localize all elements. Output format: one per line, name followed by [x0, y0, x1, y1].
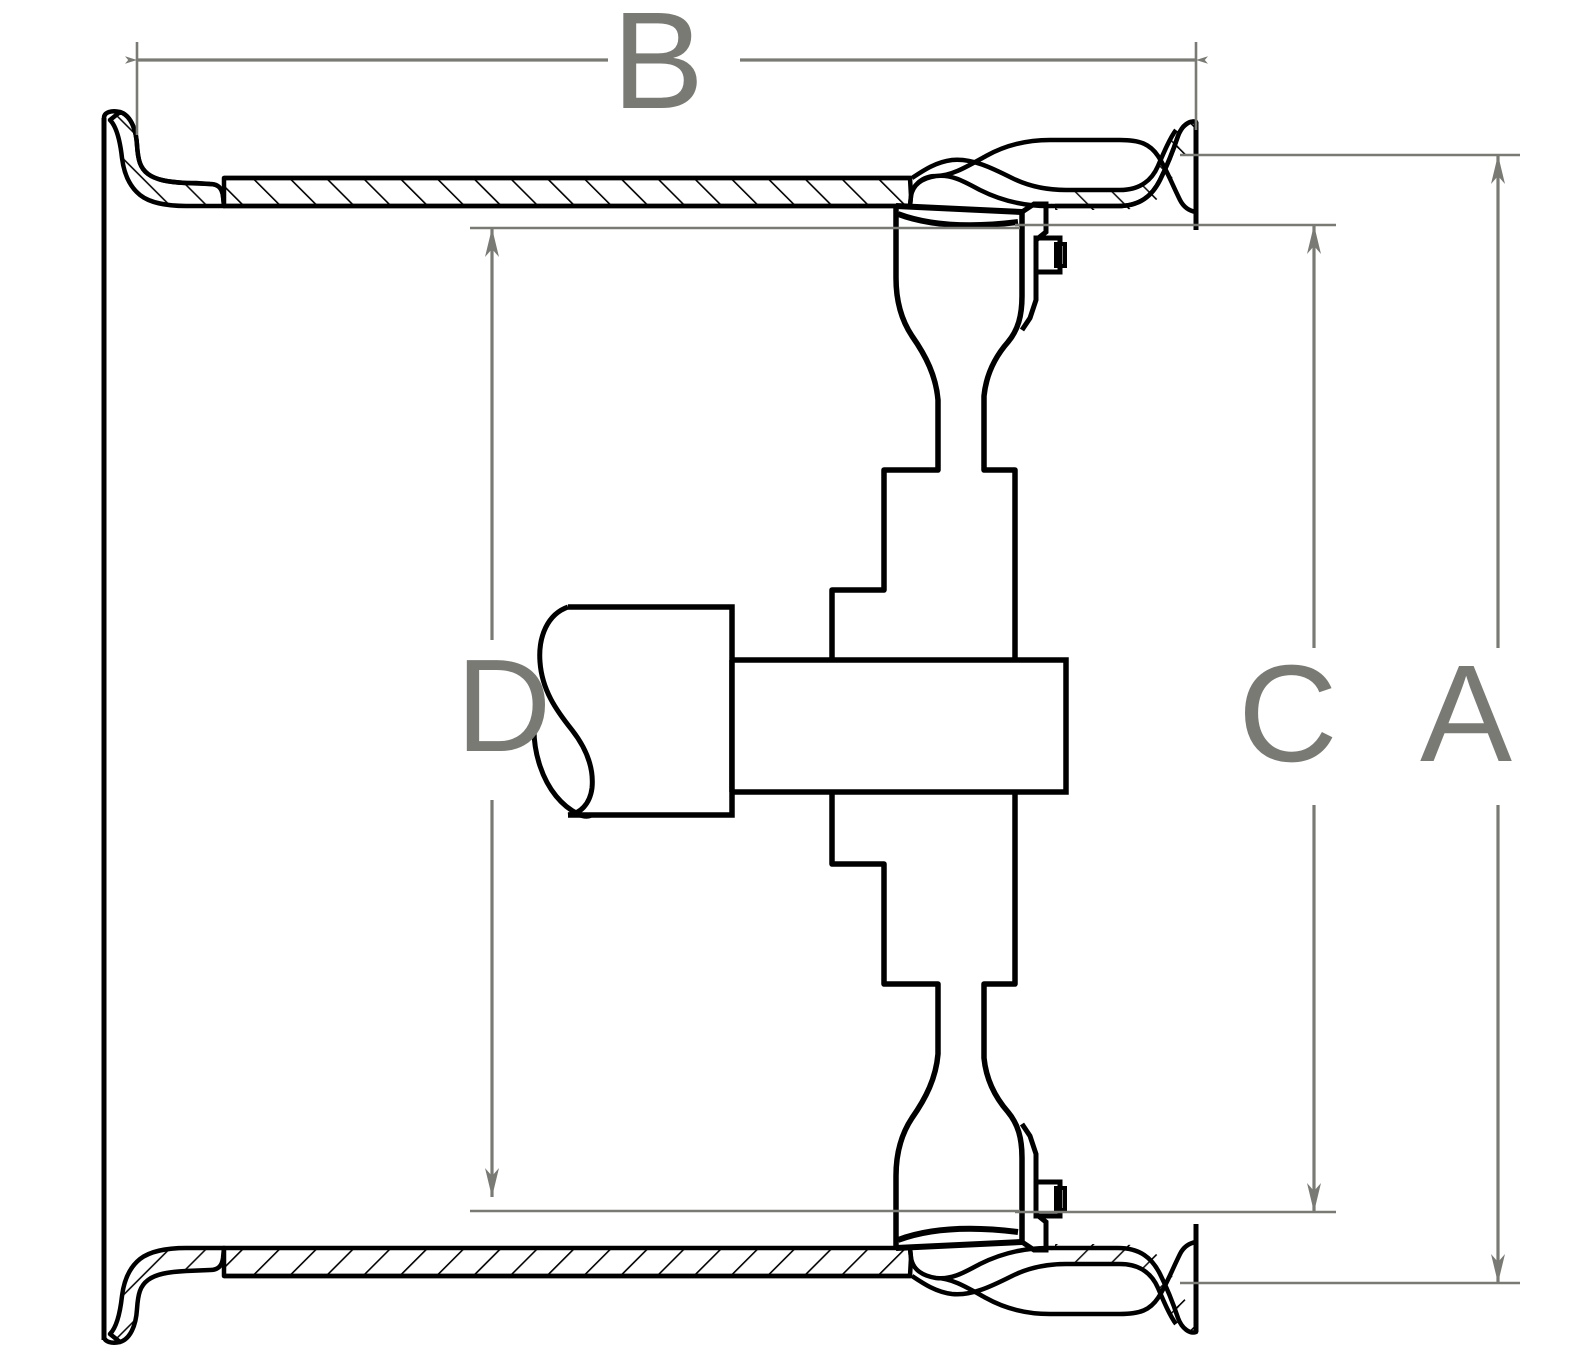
center-shaft [729, 657, 1069, 795]
lower-spoke-disc [829, 794, 1067, 1253]
dimension-lines [125, 56, 1505, 1283]
extension-lines [135, 42, 1520, 1285]
lower-rim-flange [101, 1224, 1199, 1345]
dimension-label-C: C [1238, 637, 1338, 791]
upper-spoke-disc [829, 201, 1067, 660]
dimension-label-B: B [612, 0, 705, 138]
hub-bore [531, 604, 735, 819]
dimension-label-D: D [456, 632, 552, 779]
dimension-label-A: A [1420, 637, 1513, 791]
upper-rim-flange [101, 109, 1199, 230]
